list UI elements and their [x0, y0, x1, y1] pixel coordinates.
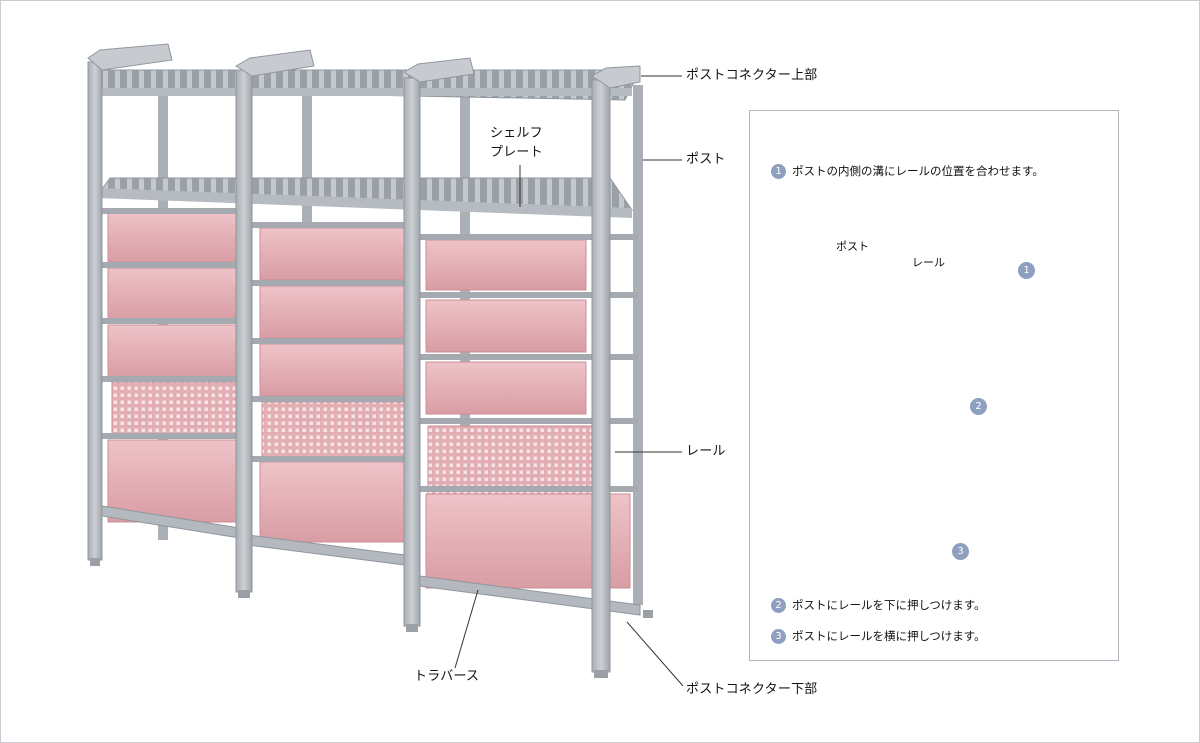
marker-3-badge: 3 — [952, 543, 969, 560]
label-post-connector-top: ポストコネクター上部 — [686, 68, 818, 83]
step-3-text: ポストにレールを横に押しつけます。 — [792, 629, 986, 643]
detail-label-post: ポスト — [836, 240, 869, 253]
marker-2-badge: 2 — [970, 398, 987, 415]
step-2: 2 ポストにレールを下に押しつけます。 — [771, 597, 986, 613]
front-posts — [87, 61, 611, 673]
detail-label-rail: レール — [912, 256, 945, 269]
label-post: ポスト — [686, 152, 726, 167]
step-1-badge: 1 — [771, 164, 786, 179]
top-shelf-plate — [91, 69, 641, 101]
label-post-connector-bottom: ポストコネクター下部 — [686, 682, 818, 697]
step-2-badge: 2 — [771, 598, 786, 613]
leader-lines — [454, 75, 684, 687]
traverses — [95, 504, 641, 616]
post-connectors-top — [87, 43, 641, 89]
instruction-panel — [749, 110, 1119, 661]
step-1-text: ポストの内側の溝にレールの位置を合わせます。 — [792, 164, 1044, 178]
label-shelf-plate-line2: プレート — [490, 145, 543, 160]
step-2-text: ポストにレールを下に押しつけます。 — [792, 598, 986, 612]
rails — [100, 208, 638, 492]
label-traverse: トラバース — [414, 669, 480, 684]
step-1: 1 ポストの内側の溝にレールの位置を合わせます。 — [771, 163, 1044, 179]
step-3: 3 ポストにレールを横に押しつけます。 — [771, 628, 986, 644]
label-shelf-plate-line1: シェルフ — [490, 126, 543, 141]
post-feet — [90, 558, 653, 678]
label-rail: レール — [686, 444, 726, 459]
step-3-badge: 3 — [771, 629, 786, 644]
storage-bins — [107, 211, 631, 589]
marker-1-badge: 1 — [1018, 262, 1035, 279]
